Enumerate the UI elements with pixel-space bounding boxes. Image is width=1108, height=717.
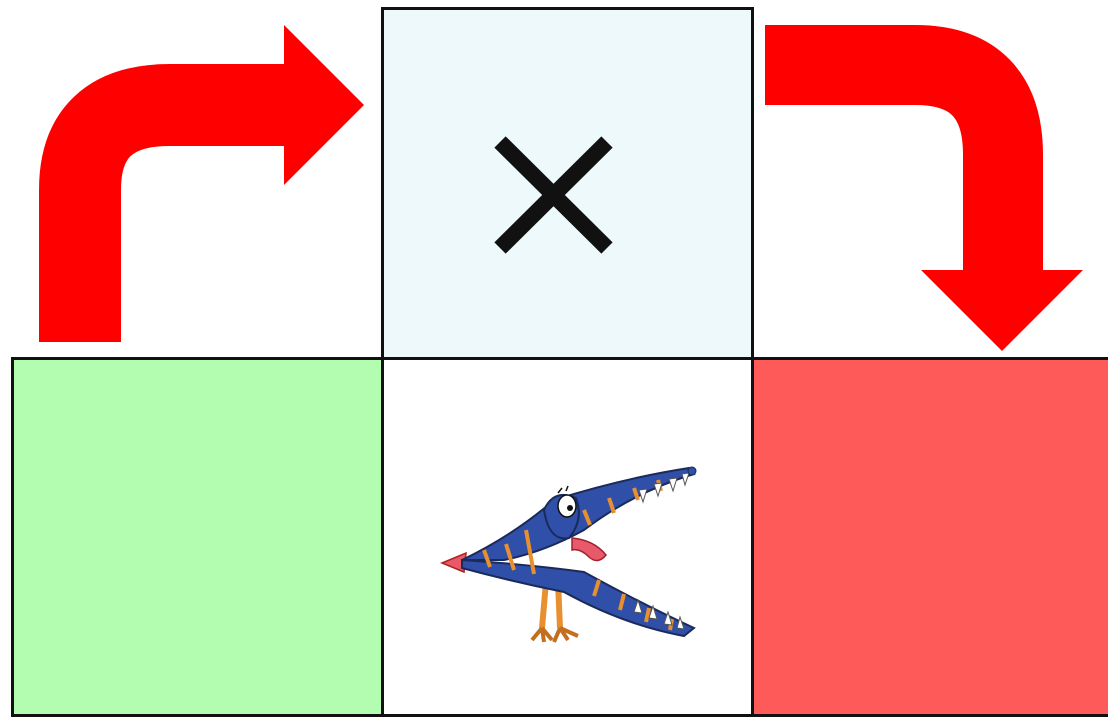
arrow-right-head [921,270,1083,351]
operator-cell [381,7,754,360]
red-cell [751,357,1108,717]
striped-crocodile-bird-icon [384,360,751,714]
arrow-right-shaft [765,65,1003,280]
creature-cell [381,357,754,717]
multiply-icon [384,10,751,357]
green-cell [11,357,384,717]
